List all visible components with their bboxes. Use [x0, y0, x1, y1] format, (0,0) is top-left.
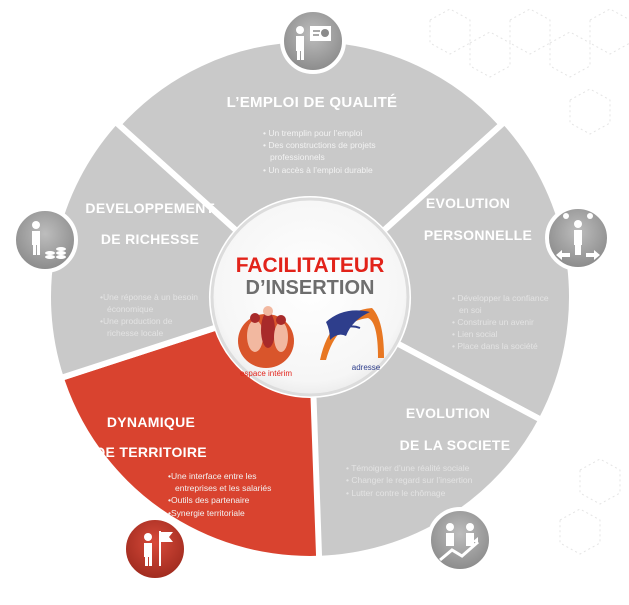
emploi-bullet: • Un tremplin pour l’emploi: [263, 128, 362, 138]
richesse-title-2: DE RICHESSE: [101, 231, 199, 247]
evolution-perso-bullet: • Construire un avenir: [452, 317, 534, 327]
territoire-bullet: •Outils des partenaire: [168, 495, 250, 505]
territoire-bullet-cont: entreprises et les salariés: [175, 483, 271, 493]
richesse-bullet-cont: richesse locale: [107, 328, 163, 338]
evolution-perso-bullet: • Lien social: [452, 329, 498, 339]
richesse-title-1: DEVELOPPEMENT: [85, 200, 214, 216]
flag-person-icon: [122, 516, 188, 582]
segment-evolution-personnelle: EVOLUTION PERSONNELLE • Développer la co…: [424, 195, 549, 351]
evolution-societe-title-2: DE LA SOCIETE: [400, 437, 511, 453]
balance-choice-icon: [545, 205, 611, 271]
richesse-bullet-cont: économique: [107, 304, 154, 314]
espace-interim-logo: espace intérim: [238, 306, 294, 378]
evolution-societe-bullet: • Témoigner d’une réalité sociale: [346, 463, 470, 473]
territoire-bullet: •Une interface entre les: [168, 471, 257, 481]
center-hub: FACILITATEUR D’INSERTION espace intérim …: [210, 197, 410, 397]
center-subtitle: D’INSERTION: [246, 277, 375, 299]
espace-interim-logo-text: espace intérim: [240, 369, 292, 378]
adresse-logo-text: adresse: [352, 363, 381, 372]
territoire-bullet: •Synergie territoriale: [168, 508, 245, 518]
evolution-societe-bullet: • Lutter contre le chômage: [346, 488, 446, 498]
segment-territoire: DYNAMIQUE DE TERRITOIRE •Une interface e…: [95, 414, 271, 518]
adresse-logo: adresse: [320, 308, 384, 372]
center-title: FACILITATEUR: [236, 254, 385, 277]
emploi-bullet-cont: professionnels: [270, 152, 325, 162]
evolution-perso-bullet: • Développer la confiance: [452, 293, 549, 303]
evolution-perso-bullet-cont: en soi: [459, 305, 482, 315]
territoire-title-1: DYNAMIQUE: [107, 414, 195, 430]
territoire-title-2: DE TERRITOIRE: [95, 444, 207, 460]
evolution-perso-bullet: • Place dans la société: [452, 341, 538, 351]
richesse-bullet: •Une production de: [100, 316, 173, 326]
segment-richesse: DEVELOPPEMENT DE RICHESSE •Une réponse à…: [85, 200, 214, 338]
emploi-bullet: • Des constructions de projets: [263, 140, 376, 150]
evolution-perso-title-2: PERSONNELLE: [424, 227, 532, 243]
emploi-title: L’EMPLOI DE QUALITÉ: [227, 94, 398, 111]
evolution-perso-title-1: EVOLUTION: [426, 195, 510, 211]
coins-person-icon: [12, 207, 78, 273]
segment-evolution-societe: EVOLUTION DE LA SOCIETE • Témoigner d’un…: [346, 405, 510, 498]
segment-emploi: L’EMPLOI DE QUALITÉ • Un tremplin pour l…: [227, 94, 398, 175]
evolution-societe-title-1: EVOLUTION: [406, 405, 490, 421]
emploi-bullet: • Un accès à l’emploi durable: [263, 165, 373, 175]
growth-people-icon: [427, 507, 493, 573]
presentation-board-icon: [280, 8, 346, 74]
evolution-societe-bullet: • Changer le regard sur l’insertion: [346, 475, 473, 485]
richesse-bullet: •Une réponse à un besoin: [100, 292, 198, 302]
